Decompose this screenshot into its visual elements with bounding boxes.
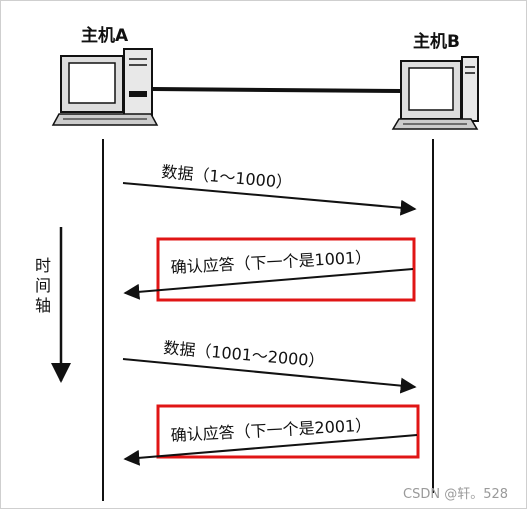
message-4-arrow — [123, 434, 418, 466]
host-b-label: 主机B — [413, 31, 460, 52]
message-1-arrow — [122, 182, 417, 216]
host-a-computer-icon — [51, 48, 159, 126]
watermark: CSDN @轩。528 — [403, 487, 508, 502]
time-axis-char-2: 间 — [35, 276, 51, 295]
network-cable — [152, 87, 402, 93]
host-b-computer-icon — [391, 56, 479, 130]
time-axis-char-3: 轴 — [35, 296, 51, 315]
message-4-highlight-box — [156, 404, 420, 459]
message-3-arrow — [122, 358, 417, 394]
message-2-label: 确认应答（下一个是1001） — [170, 248, 371, 277]
message-2-highlight-box — [156, 237, 416, 302]
message-2-arrow — [123, 268, 414, 300]
host-a-label: 主机A — [81, 25, 129, 46]
time-axis-char-1: 时 — [35, 256, 51, 275]
